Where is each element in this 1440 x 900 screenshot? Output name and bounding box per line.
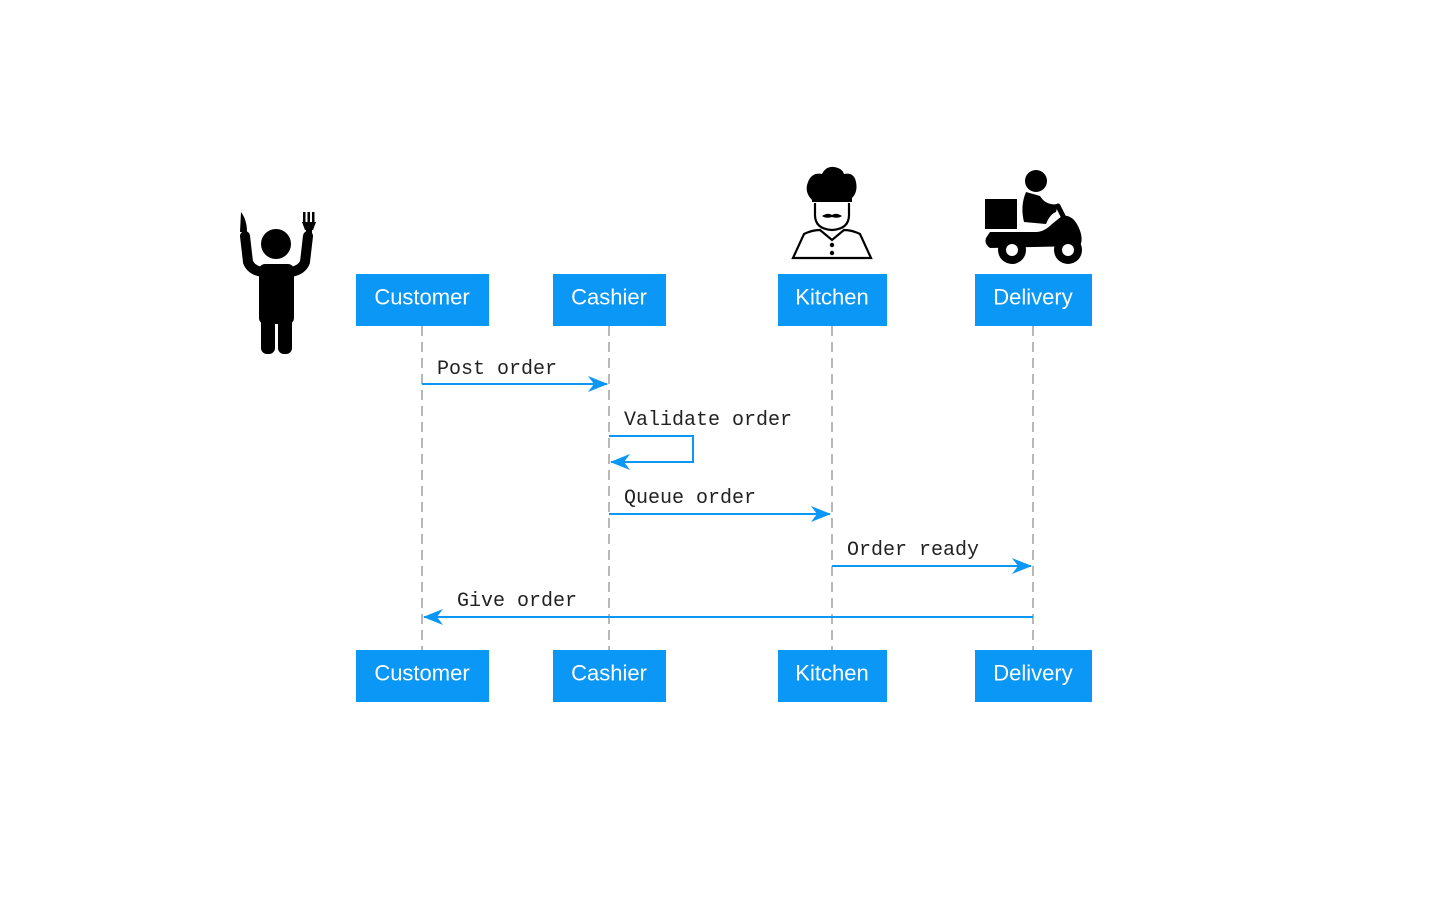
chef-icon [791, 166, 873, 260]
message-arrow [609, 435, 694, 470]
message-post-order: Post order [422, 358, 608, 392]
participant-kitchen-bottom: Kitchen [778, 650, 887, 702]
message-order-ready: Order ready [832, 539, 1032, 574]
message-label: Give order [457, 590, 577, 613]
participant-label: Cashier [571, 661, 647, 686]
message-validate-order: Validate order [609, 409, 792, 470]
participant-label: Delivery [993, 285, 1072, 310]
message-label: Order ready [847, 539, 979, 562]
messages: Post order Validate order Queue order Or… [422, 358, 1033, 625]
participant-label: Customer [374, 661, 469, 686]
participant-label: Cashier [571, 285, 647, 310]
participant-cashier-bottom: Cashier [553, 650, 666, 702]
participant-label: Customer [374, 285, 469, 310]
message-queue-order: Queue order [609, 487, 831, 522]
participant-customer-top: Customer [356, 274, 489, 326]
participant-delivery-bottom: Delivery [975, 650, 1092, 702]
message-label: Post order [437, 358, 557, 381]
participants-top: Customer Cashier Kitchen Delivery [356, 274, 1092, 326]
lifelines [421, 326, 1034, 650]
participant-customer-bottom: Customer [356, 650, 489, 702]
message-label: Validate order [624, 409, 792, 432]
participant-label: Kitchen [795, 661, 868, 686]
participants-bottom: Customer Cashier Kitchen Delivery [356, 650, 1092, 702]
participant-label: Kitchen [795, 285, 868, 310]
participant-cashier-top: Cashier [553, 274, 666, 326]
participant-delivery-top: Delivery [975, 274, 1092, 326]
participant-kitchen-top: Kitchen [778, 274, 887, 326]
participant-label: Delivery [993, 661, 1072, 686]
delivery-scooter-icon [985, 170, 1082, 264]
person-with-fork-and-knife-icon [240, 212, 316, 354]
message-give-order: Give order [423, 590, 1033, 625]
message-label: Queue order [624, 487, 756, 510]
